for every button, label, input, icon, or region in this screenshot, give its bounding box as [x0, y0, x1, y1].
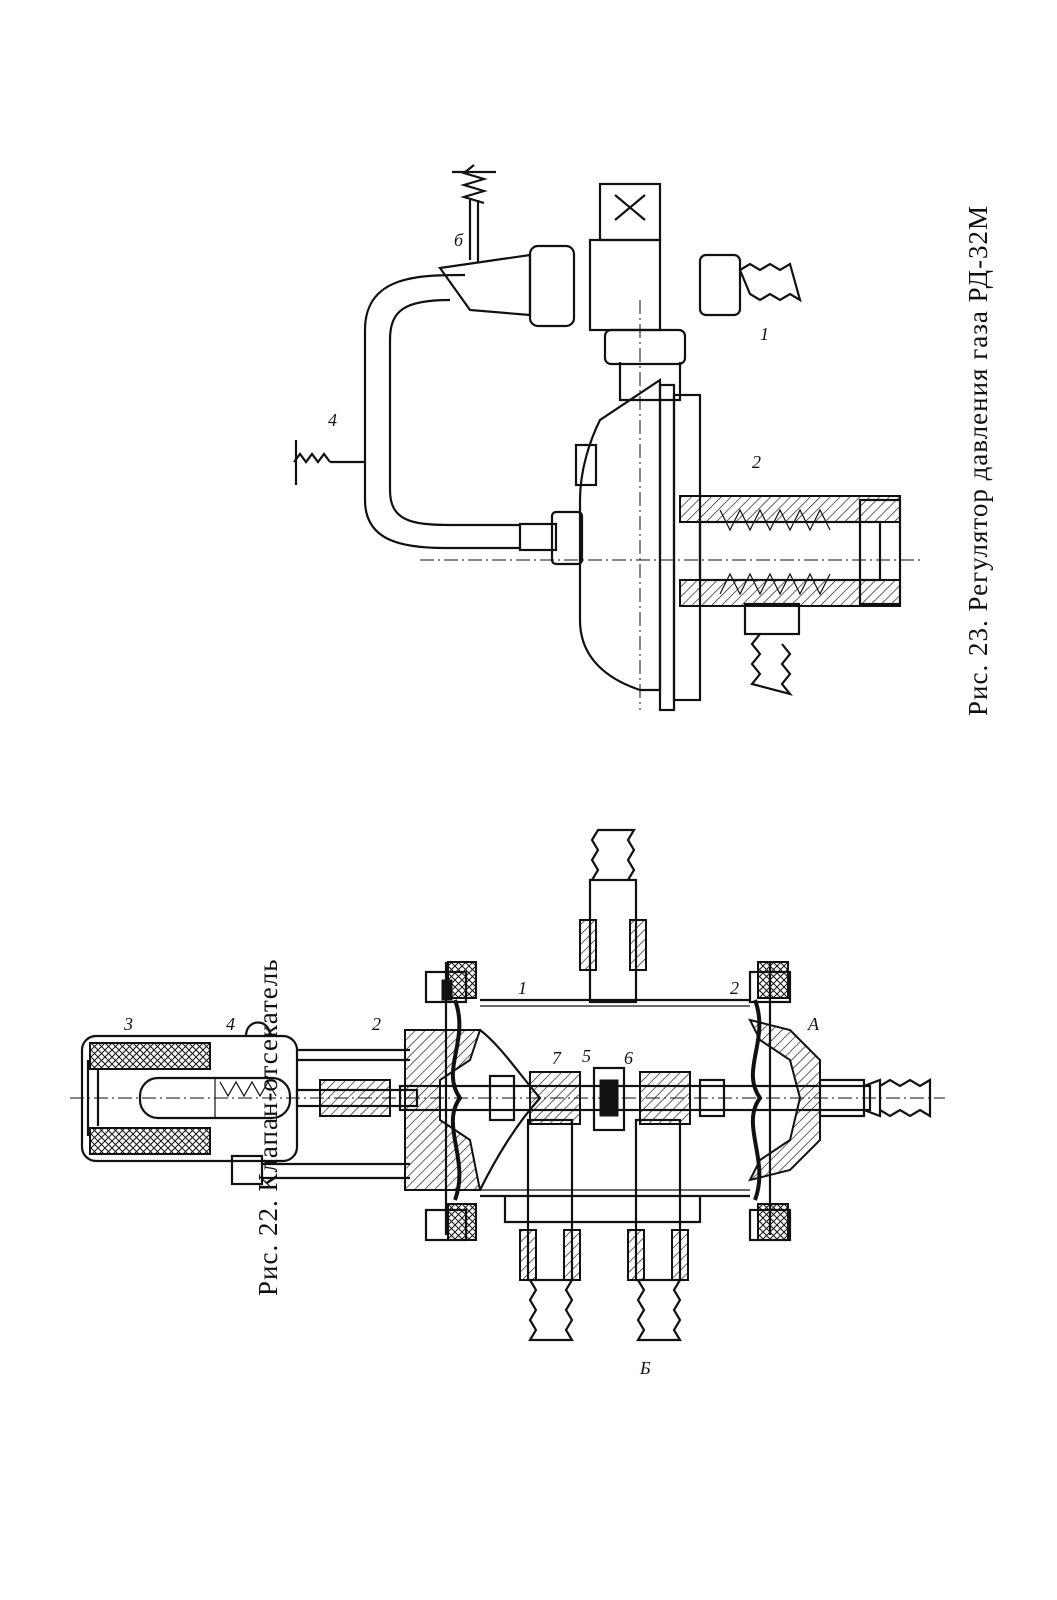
svg-text:4: 4 [328, 410, 337, 430]
svg-text:1: 1 [518, 978, 527, 998]
svg-text:3: 3 [123, 1014, 133, 1034]
svg-text:4: 4 [226, 1014, 235, 1034]
figure-22-shutoff-valve: 3 4 2 1 7 5 6 2 А Б [70, 828, 945, 1378]
svg-text:Б: Б [639, 1358, 651, 1378]
svg-text:7: 7 [552, 1048, 562, 1068]
svg-text:2: 2 [730, 978, 739, 998]
svg-text:2: 2 [752, 452, 761, 472]
svg-text:6: 6 [624, 1048, 633, 1068]
figure-23-caption: Рис. 23. Регулятор давления газа РД-32М [963, 204, 993, 716]
svg-text:1: 1 [760, 324, 769, 344]
svg-text:б: б [454, 230, 464, 250]
svg-text:2: 2 [372, 1014, 381, 1034]
figure-23-gas-pressure-regulator: б 1 2 [293, 164, 920, 712]
figure-22-caption: Рис. 22. Клапан-отсекатель [253, 958, 283, 1296]
svg-text:А: А [807, 1014, 820, 1034]
svg-text:5: 5 [582, 1046, 591, 1066]
